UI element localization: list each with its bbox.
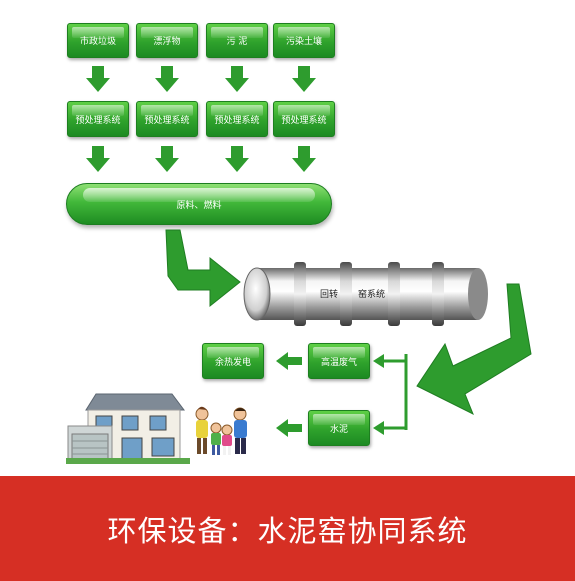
source-label: 污染土壤 [285,37,322,47]
pretreatment-box: 预处理系统 [273,101,335,137]
pretreatment-label: 预处理系统 [144,115,190,126]
left-arrow-icon [276,419,302,437]
source-box-contaminated-soil: 污染土壤 [273,23,335,58]
pretreatment-label: 预处理系统 [214,115,260,126]
pretreatment-label: 预处理系统 [75,115,121,126]
pretreatment-box: 预处理系统 [67,101,129,137]
raw-material-fuel-bar: 原料、燃料 [66,183,332,225]
elbow-arrow-icon [165,229,241,308]
hot-exhaust-box: 高温废气 [308,343,370,379]
pretreatment-box: 预处理系统 [206,101,268,137]
down-arrow-icon [86,146,110,172]
down-arrow-icon [292,146,316,172]
cement-label: 水泥 [329,424,348,435]
banner-title: 环保设备：水泥窑协同系统 [107,513,468,548]
bracket-connector [373,354,408,435]
rotary-kiln: 回转 窑系统 [243,262,488,326]
pretreatment-label: 预处理系统 [281,115,327,126]
kiln-label-part1: 回转 [320,288,338,300]
waste-heat-power-label: 余热发电 [214,357,251,368]
source-box-municipal-waste: 市政垃圾 [67,23,129,58]
kiln-label-part2: 窑系统 [358,288,385,300]
source-label: 市政垃圾 [79,37,116,47]
down-arrow-icon [86,66,110,92]
house-icon [66,393,190,464]
source-box-sludge: 污 泥 [206,23,268,58]
down-arrow-icon [225,146,249,172]
raw-material-label: 原料、燃料 [176,200,222,211]
source-label: 污 泥 [226,37,248,47]
waste-heat-power-box: 余热发电 [202,343,264,379]
down-arrow-icon [155,146,179,172]
cement-box: 水泥 [308,410,370,446]
elbow-arrow-icon [416,283,532,416]
source-box-floating-debris: 漂浮物 [136,23,198,58]
left-arrow-icon [276,352,302,370]
down-arrow-icon [292,66,316,92]
source-label: 漂浮物 [153,37,181,47]
hot-exhaust-label: 高温废气 [320,357,357,368]
pretreatment-box: 预处理系统 [136,101,198,137]
down-arrow-icon [155,66,179,92]
down-arrow-icon [225,66,249,92]
family-icon [195,406,247,455]
title-banner: 环保设备：水泥窑协同系统 [0,476,575,581]
